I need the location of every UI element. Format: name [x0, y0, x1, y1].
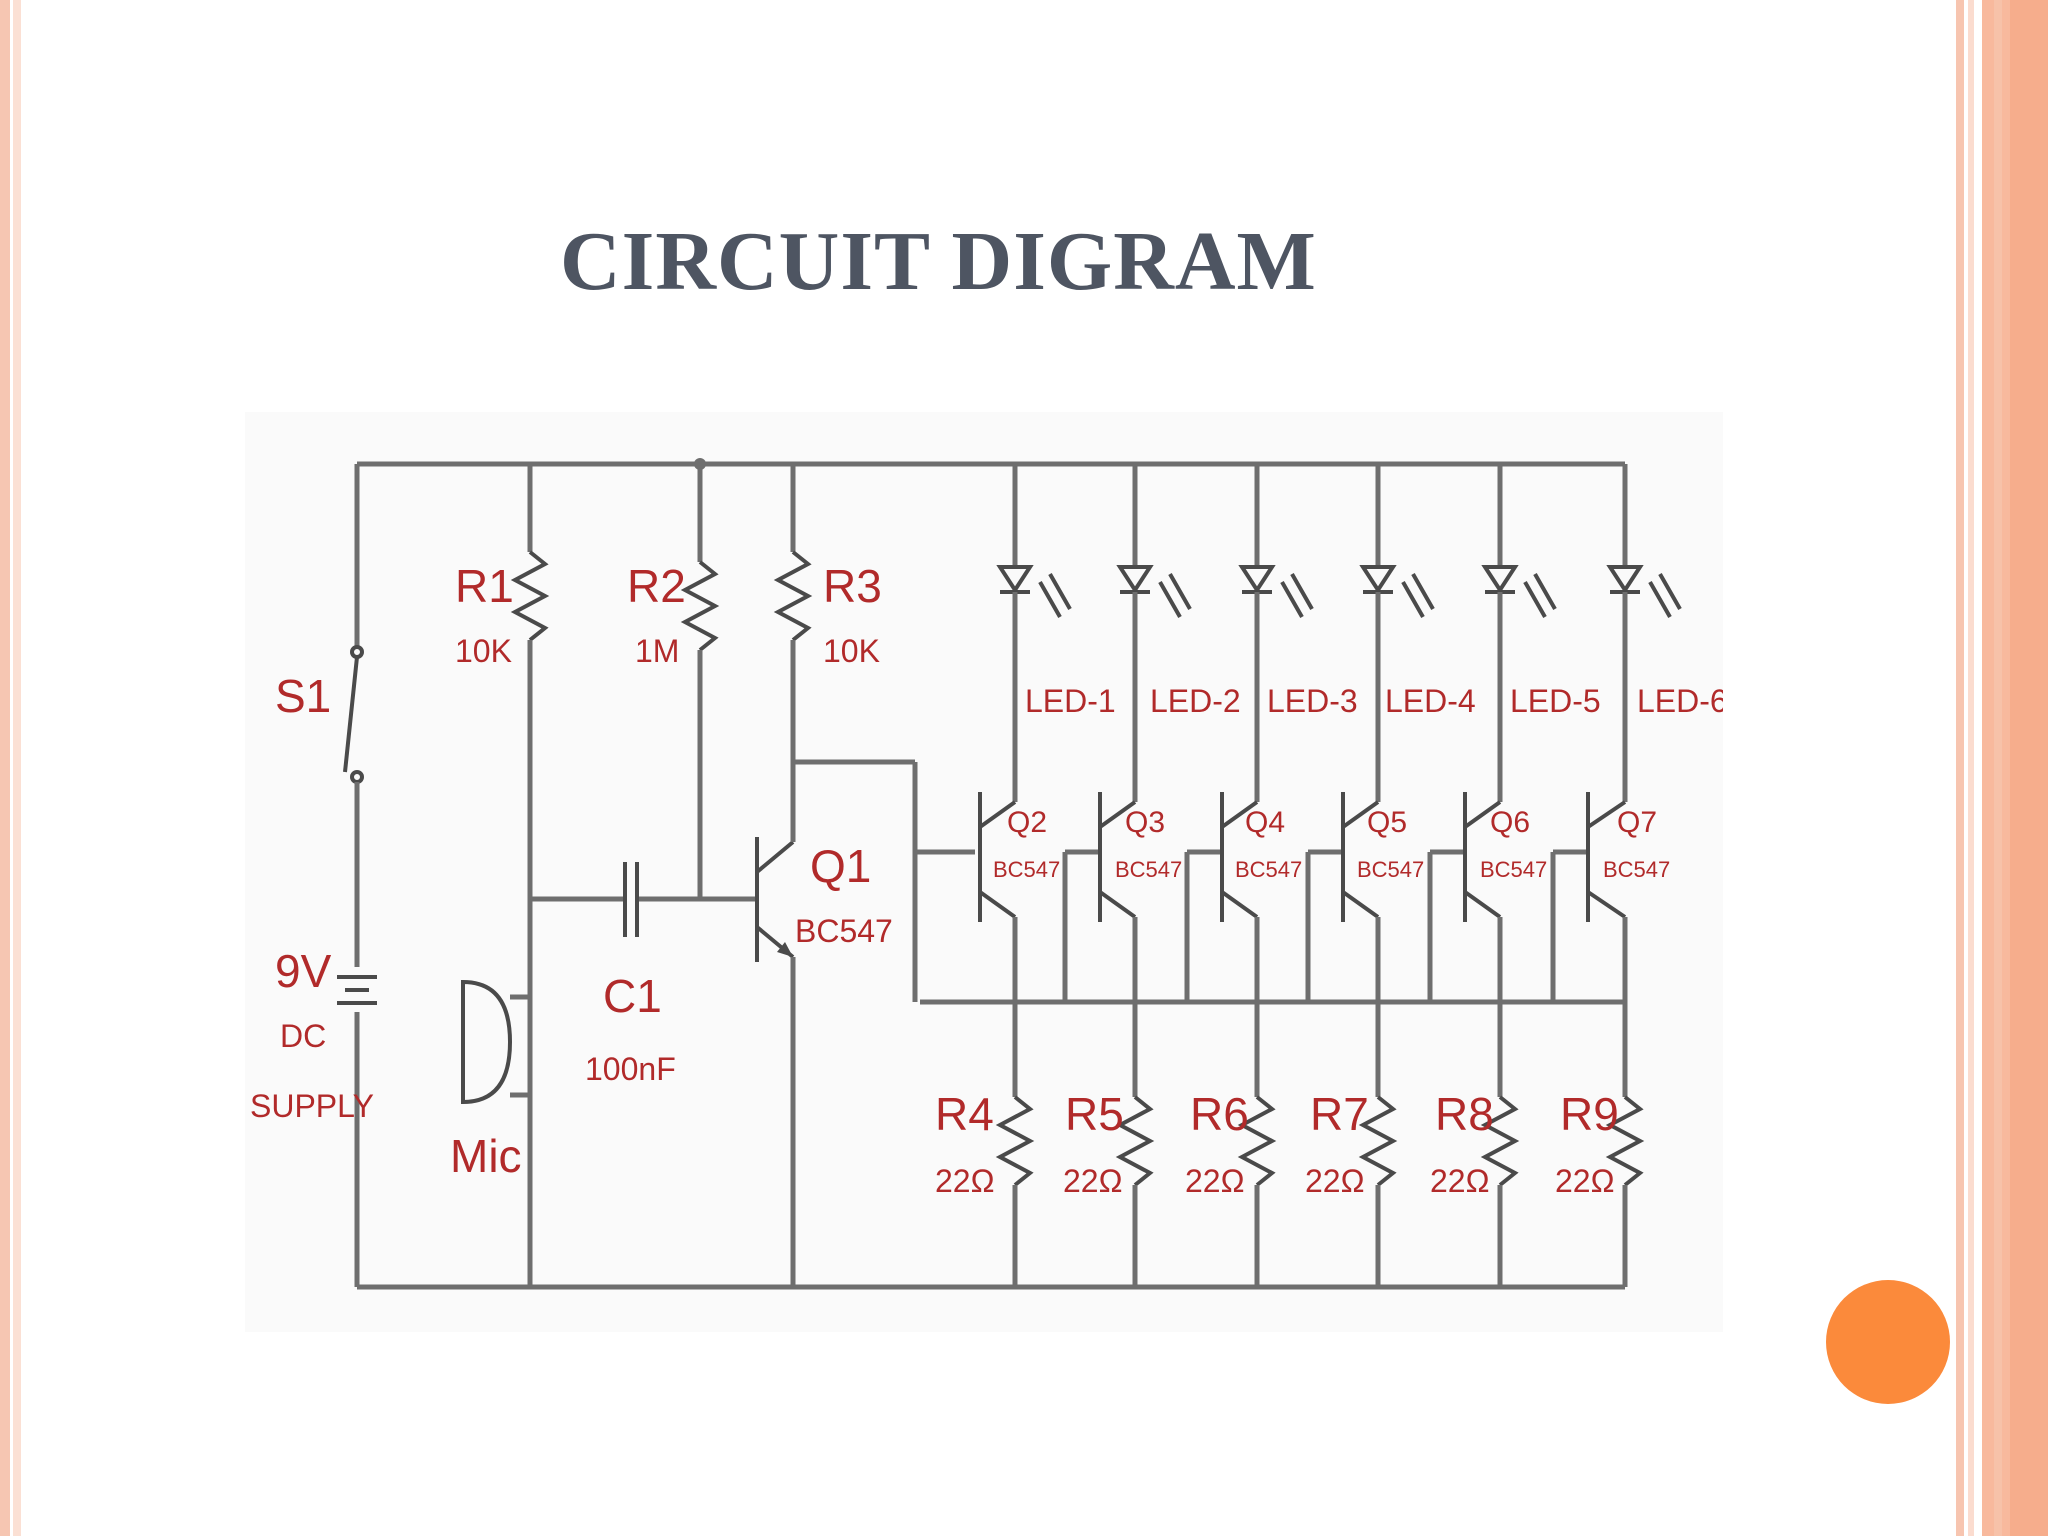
r8-value: 22Ω: [1430, 1163, 1490, 1199]
driver-stage-1: [978, 464, 1072, 1287]
r3-label: R3: [823, 560, 882, 612]
led-5-label: LED-5: [1510, 683, 1601, 719]
q5-label: Q5: [1367, 806, 1407, 839]
q3-label: Q3: [1125, 806, 1165, 839]
r6-label: R6: [1190, 1088, 1249, 1140]
q4-value: BC547: [1235, 857, 1302, 882]
driver-stage-4: [1305, 464, 1435, 1287]
supply-voltage-label: 9V: [275, 945, 332, 997]
driver-stage-3: [1184, 464, 1314, 1287]
r7-value: 22Ω: [1305, 1163, 1365, 1199]
microphone: [461, 979, 530, 1105]
r4-value: 22Ω: [935, 1163, 995, 1199]
resistor-r2: [680, 560, 720, 652]
c1-label: C1: [603, 970, 662, 1022]
q1-label: Q1: [810, 840, 871, 892]
r6-value: 22Ω: [1185, 1163, 1245, 1199]
r3-value: 10K: [823, 633, 880, 669]
slide-title: CIRCUIT DIGRAM: [560, 215, 1317, 308]
led-6-label: LED-6: [1637, 683, 1723, 719]
q4-label: Q4: [1245, 806, 1285, 839]
q1-value: BC547: [795, 913, 893, 949]
resistor-r1: [510, 550, 550, 642]
led-2-label: LED-2: [1150, 683, 1241, 719]
circuit-diagram: S1 9V DC SUPPLY R1 10K Mic C1 100nF R2 1…: [245, 412, 1723, 1332]
q7-label: Q7: [1617, 806, 1657, 839]
r1-label: R1: [455, 560, 514, 612]
r5-value: 22Ω: [1063, 1163, 1123, 1199]
r1-value: 10K: [455, 633, 512, 669]
q7-value: BC547: [1603, 857, 1670, 882]
resistor-r3: [773, 550, 813, 642]
supply-dc-label: DC: [280, 1018, 326, 1054]
mic-label: Mic: [450, 1130, 522, 1182]
r8-label: R8: [1435, 1088, 1494, 1140]
supply-type-label: SUPPLY: [250, 1088, 374, 1124]
left-border: [0, 0, 26, 1536]
driver-stage-6: [1550, 464, 1682, 1287]
right-border: [1956, 0, 2048, 1536]
driver-stage-2: [1062, 464, 1192, 1287]
c1-value: 100nF: [585, 1051, 676, 1087]
led-4-label: LED-4: [1385, 683, 1476, 719]
q6-value: BC547: [1480, 857, 1547, 882]
capacitor-c1: [623, 862, 639, 937]
transistor-q1: [755, 837, 795, 962]
decorative-orange-circle: [1826, 1280, 1950, 1404]
q3-value: BC547: [1115, 857, 1182, 882]
q2-label: Q2: [1007, 806, 1047, 839]
r9-value: 22Ω: [1555, 1163, 1615, 1199]
r9-label: R9: [1560, 1088, 1619, 1140]
q5-value: BC547: [1357, 857, 1424, 882]
s1-label: S1: [275, 670, 331, 722]
r4-label: R4: [935, 1088, 994, 1140]
q6-label: Q6: [1490, 806, 1530, 839]
r2-value: 1M: [635, 633, 679, 669]
led-3-label: LED-3: [1267, 683, 1358, 719]
r5-label: R5: [1065, 1088, 1124, 1140]
driver-stage-5: [1427, 464, 1557, 1287]
battery-symbol: [337, 975, 377, 1005]
r7-label: R7: [1310, 1088, 1369, 1140]
led-1-label: LED-1: [1025, 683, 1116, 719]
r2-label: R2: [627, 560, 686, 612]
q2-value: BC547: [993, 857, 1060, 882]
